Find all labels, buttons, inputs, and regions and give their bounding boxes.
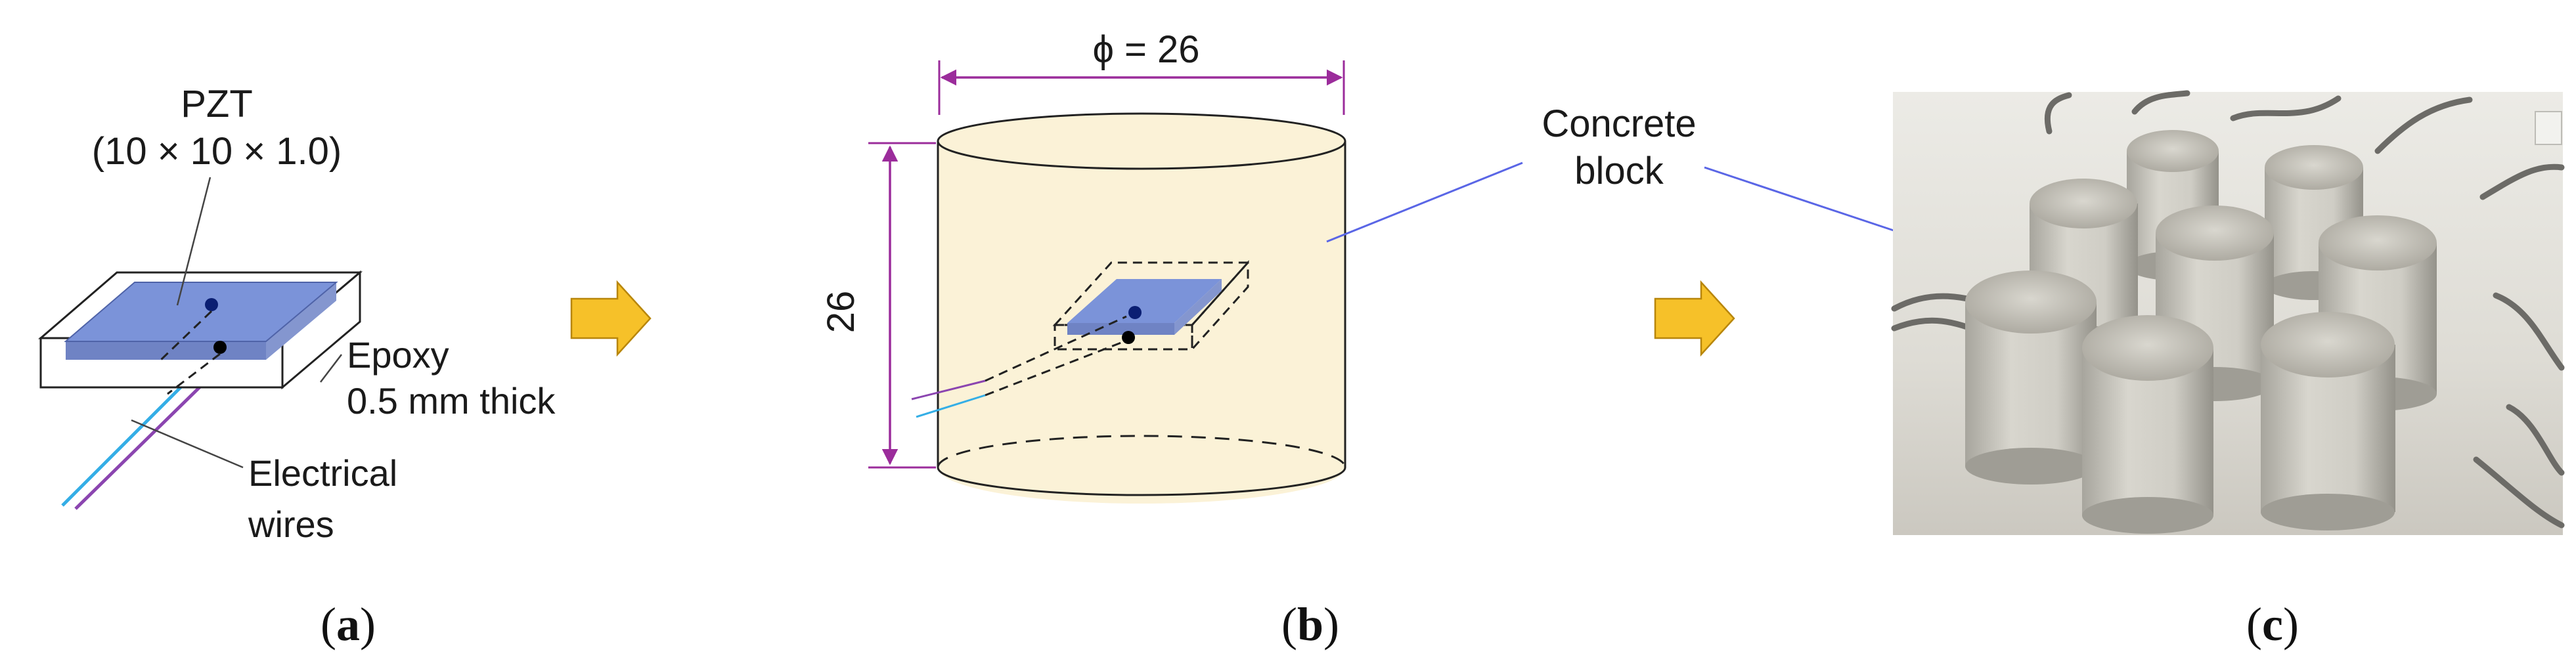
pzt-title: PZT <box>181 83 253 125</box>
pzt-dims: (10 × 10 × 1.0) <box>92 130 342 173</box>
sensor-box-side <box>1191 260 1249 352</box>
photo-wires <box>1891 90 2565 529</box>
embedded-wire-dashed-1 <box>985 315 1127 382</box>
height-label: 26 <box>820 291 862 334</box>
pzt-top <box>66 282 336 341</box>
epoxy-label: Epoxy <box>347 334 449 376</box>
process-arrow-2 <box>1654 280 1735 357</box>
sensor-pzt-side <box>1174 279 1222 335</box>
wires-label-1: Electrical <box>248 452 397 494</box>
caption-c: (c) <box>2246 598 2299 651</box>
sensor-electrode-bottom <box>1122 331 1135 344</box>
photo-plug <box>2535 111 2562 145</box>
cylinder-bottom-back <box>937 435 1346 468</box>
hidden-wire-dashed <box>160 310 213 361</box>
leader-concrete-left <box>1326 162 1523 243</box>
hidden-wire-dashed-2 <box>167 353 221 395</box>
sensor-pzt-front <box>1067 323 1174 335</box>
leader-concrete-right <box>1704 166 1902 234</box>
cylinder-top <box>937 112 1346 170</box>
pzt-side <box>266 282 336 360</box>
embedded-wire-cyan <box>916 394 986 418</box>
pzt-front <box>66 341 266 360</box>
leader-epoxy <box>320 354 342 383</box>
panel-b: ϕ = 26 26 Concrete block (b) <box>820 28 1902 651</box>
epoxy-thickness: 0.5 mm thick <box>347 380 556 421</box>
specimen-front-center <box>2082 315 2213 534</box>
leader-pzt <box>176 177 211 306</box>
process-arrow-1 <box>570 280 652 357</box>
specimen-front-left <box>1965 270 2097 485</box>
cylinder-bottom-front <box>937 467 1346 496</box>
specimen-front-right <box>2261 312 2395 530</box>
concrete-label-1: Concrete <box>1542 102 1696 145</box>
pzt-outline <box>64 282 338 342</box>
diameter-label: ϕ = 26 <box>1092 28 1199 71</box>
leader-wires <box>131 419 244 469</box>
sensor-electrode-top <box>1128 306 1142 319</box>
panel-c: (c) <box>1891 90 2565 651</box>
embedded-wire-dashed-2 <box>985 340 1125 397</box>
caption-a: (a) <box>321 598 376 651</box>
panel-a: PZT (10 × 10 × 1.0) Epoxy 0.5 mm thick E… <box>37 83 556 651</box>
concrete-label-2: block <box>1574 150 1664 192</box>
sensor-pzt-top <box>1067 279 1222 323</box>
electrode-bottom <box>213 341 227 354</box>
wires-label-2: wires <box>248 504 334 545</box>
caption-b: (b) <box>1281 598 1339 651</box>
electrode-top <box>205 298 218 311</box>
embedded-wire-purple <box>911 379 986 400</box>
